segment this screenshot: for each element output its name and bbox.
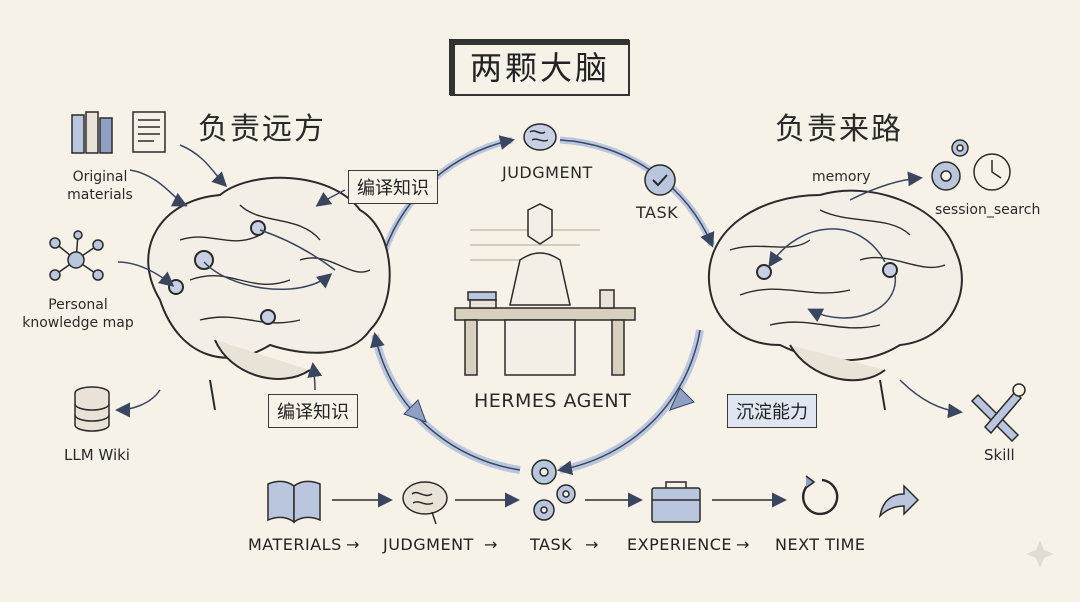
agent-label: HERMES AGENT: [474, 390, 632, 412]
note-accumulate-ability: 沉淀能力: [727, 394, 817, 428]
title-box: 两颗大脑: [450, 40, 630, 96]
clock-icon: [973, 153, 1011, 191]
left-brain-heading: 负责远方: [198, 112, 326, 147]
source-knowledge-map: Personal knowledge map: [22, 297, 134, 331]
source-original-materials: Original materials: [67, 169, 133, 203]
sparkle-icon: [1026, 540, 1054, 568]
books-document-icon: [71, 111, 166, 154]
gear-icon: [931, 139, 969, 191]
flow-step-experience: EXPERIENCE: [627, 535, 733, 554]
source-llm-wiki: LLM Wiki: [64, 446, 130, 464]
flow-arrow-1: →: [346, 535, 360, 554]
flow-step-next-time: NEXT TIME: [775, 535, 866, 554]
left-brain: [147, 176, 391, 411]
cycle-judgment-label: JUDGMENT: [502, 163, 593, 182]
flow-step-judgment: JUDGMENT: [383, 535, 474, 554]
flow-arrow-3: →: [585, 535, 599, 554]
flow-arrow-4: →: [736, 535, 750, 554]
item-skill: Skill: [984, 446, 1015, 464]
item-memory: memory: [812, 169, 871, 185]
right-brain: [707, 189, 963, 411]
open-book-icon: [267, 480, 321, 524]
note-compile-knowledge-top: 编译知识: [348, 170, 438, 204]
briefcase-icon: [651, 481, 701, 523]
flow-step-materials: MATERIALS: [248, 535, 342, 554]
network-graph-icon: [49, 230, 104, 281]
right-item-arrows: [849, 171, 963, 419]
left-source-arrows: [115, 144, 346, 418]
note-compile-knowledge-bottom: 编译知识: [268, 394, 358, 428]
flow-step-task: TASK: [530, 535, 573, 554]
task-gear-icon: [644, 164, 676, 196]
brain-small-icon: [523, 123, 557, 151]
hermes-agent-figure: [454, 203, 636, 376]
item-session-search: session_search: [935, 202, 1041, 218]
flow-brain-icon: [402, 481, 448, 525]
flow-arrow-2: →: [484, 535, 498, 554]
diagram-title: 两颗大脑: [469, 49, 610, 87]
database-icon: [74, 386, 110, 432]
forward-arrow-icon: [878, 484, 920, 519]
wrench-screwdriver-icon: [970, 383, 1026, 443]
refresh-icon: [802, 475, 839, 516]
gears-icon: [531, 459, 576, 521]
cycle-task-label: TASK: [636, 203, 679, 222]
right-brain-heading: 负责来路: [775, 112, 903, 147]
